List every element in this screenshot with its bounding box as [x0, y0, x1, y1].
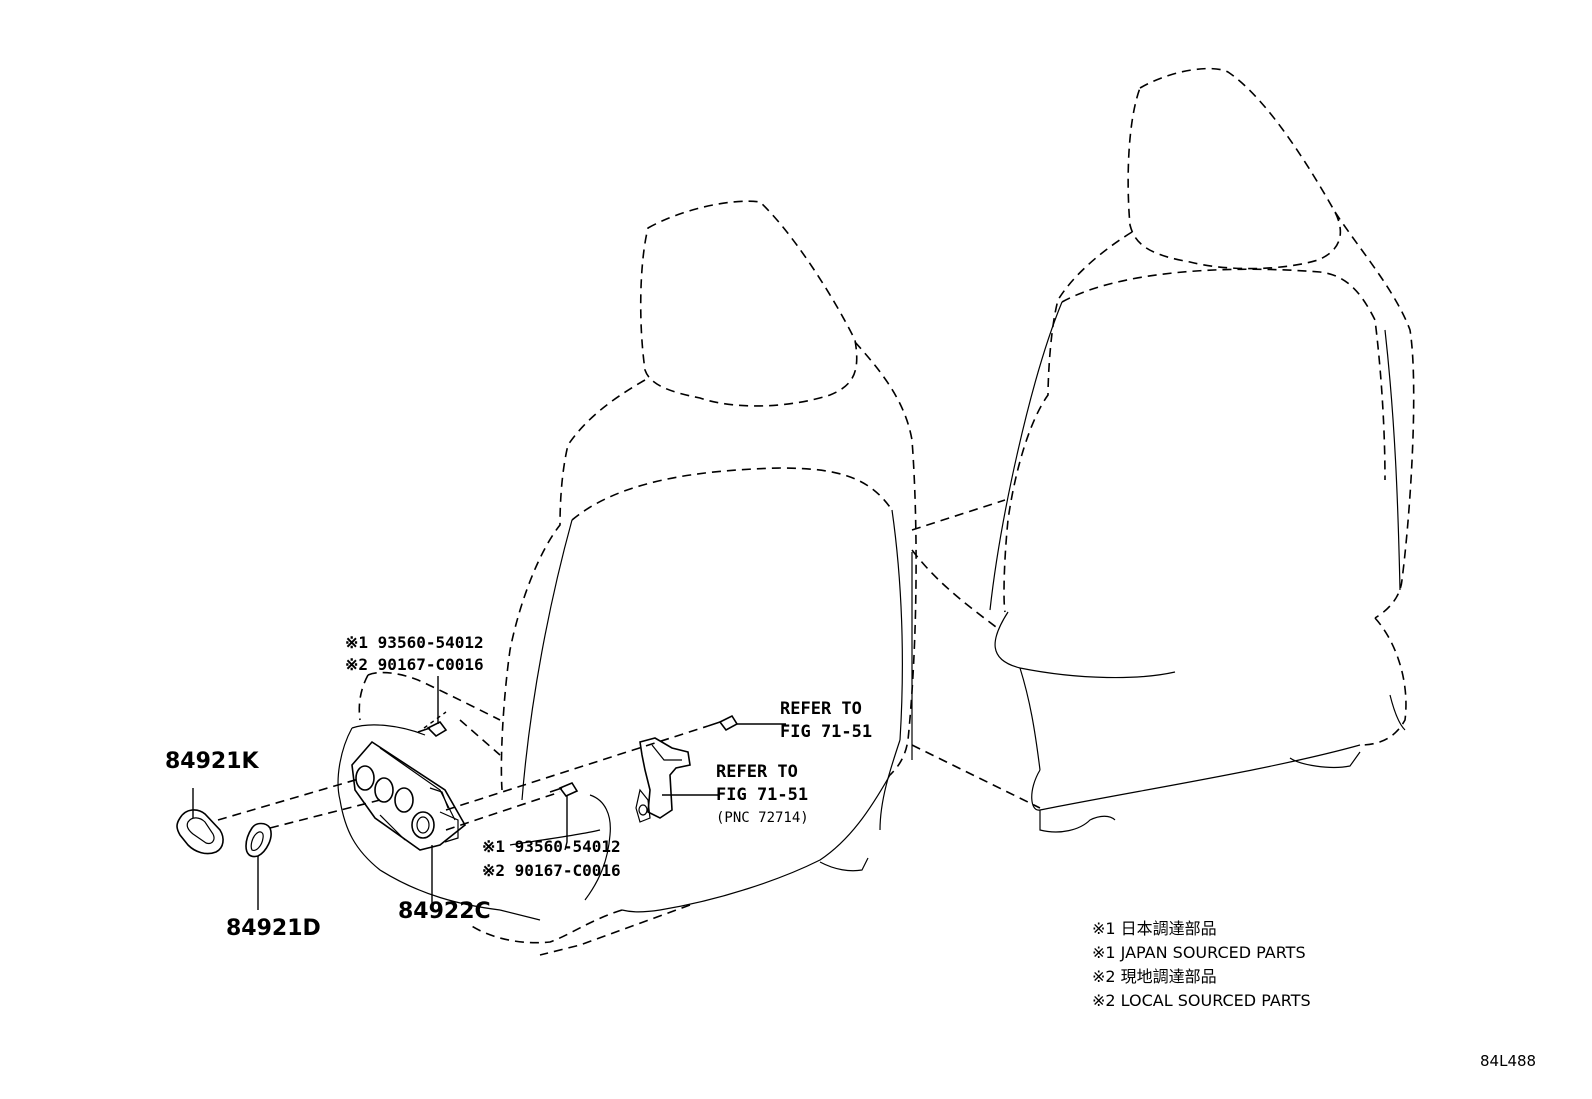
knob-k-attach-line	[217, 777, 363, 821]
bracket-attach-line	[445, 725, 709, 811]
refer-bottom-line1: REFER TO	[716, 762, 798, 782]
refer-bottom-line3: (PNC 72714)	[716, 810, 809, 826]
refer-top-line2: FIG 71-51	[780, 722, 872, 742]
part-label-84921k: 84921K	[165, 749, 260, 774]
lower-screw-attach-line	[445, 791, 561, 831]
callout-upper-line1: ※1 93560-54012	[345, 633, 484, 652]
legend-line-1: ※1 日本調達部品	[1092, 919, 1217, 938]
legend-line-2: ※1 JAPAN SOURCED PARTS	[1092, 943, 1306, 962]
legend-line-3: ※2 現地調達部品	[1092, 967, 1217, 986]
knob-d-attach-line	[269, 799, 381, 829]
screw-lower	[549, 782, 579, 797]
left-seat-outline	[337, 200, 917, 956]
knob-84921d	[245, 822, 272, 858]
callout-lower-line2: ※2 90167-C0016	[482, 861, 621, 880]
seat-switch-assembly-84922c	[351, 740, 467, 851]
refer-bottom-line2: FIG 71-51	[716, 785, 808, 805]
screw-upper	[417, 720, 448, 738]
callout-lower-line1: ※1 93560-54012	[482, 837, 621, 856]
callout-upper-line2: ※2 90167-C0016	[345, 655, 484, 674]
part-label-84922c: 84922C	[398, 899, 491, 924]
screw-right	[707, 714, 739, 732]
part-label-84921d: 84921D	[226, 916, 321, 941]
knob-84921k	[176, 809, 224, 855]
right-seat-outline	[989, 67, 1415, 833]
refer-top-line1: REFER TO	[780, 699, 862, 719]
bracket-pnc-72714	[635, 737, 691, 823]
legend-line-4: ※2 LOCAL SOURCED PARTS	[1092, 991, 1311, 1010]
leader-lines	[192, 676, 786, 910]
seat-cushion-outline	[911, 499, 1041, 809]
illustration-code: 84L488	[1480, 1052, 1536, 1070]
